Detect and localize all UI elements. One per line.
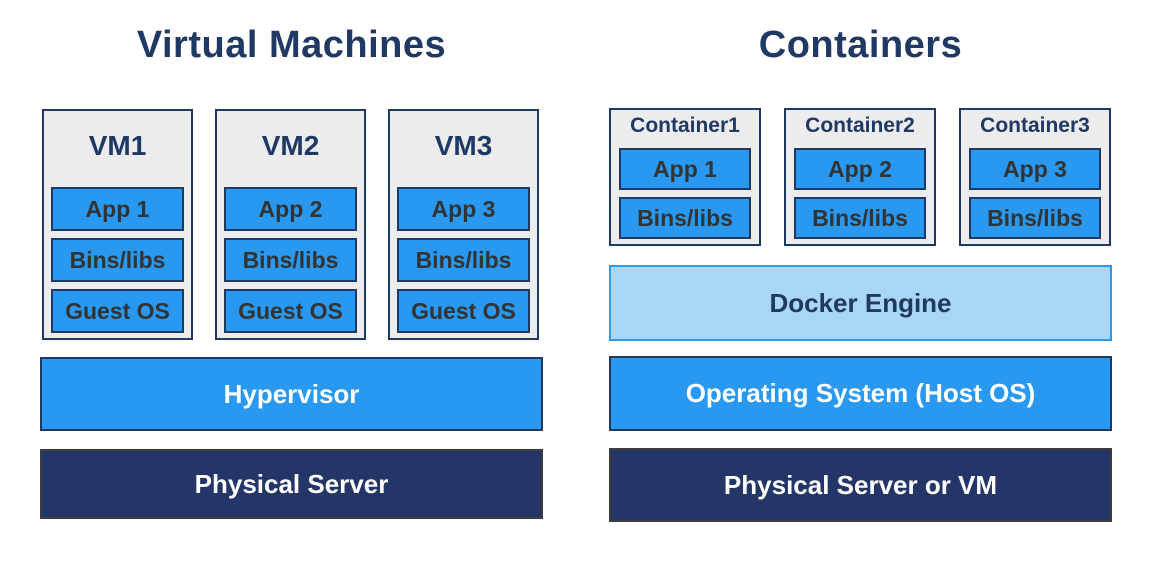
container2-app-box: App 2 [794, 148, 926, 190]
vm2-guest-os-box: Guest OS [224, 289, 357, 333]
physical-server-layer: Physical Server [40, 449, 543, 519]
containers-title: Containers [758, 24, 963, 66]
vm3-box: VM3 App 3 Bins/libs Guest OS [388, 109, 539, 340]
vm3-guest-os-box: Guest OS [397, 289, 530, 333]
vm2-app-box: App 2 [224, 187, 357, 231]
container1-bins-box: Bins/libs [619, 197, 751, 239]
vm1-guest-os-box: Guest OS [51, 289, 184, 333]
docker-engine-layer: Docker Engine [609, 265, 1112, 341]
container1-box: Container1 App 1 Bins/libs [609, 108, 761, 246]
container1-label: Container1 [630, 113, 740, 137]
vm1-box: VM1 App 1 Bins/libs Guest OS [42, 109, 193, 340]
container1-app-box: App 1 [619, 148, 751, 190]
container2-box: Container2 App 2 Bins/libs [784, 108, 936, 246]
container3-box: Container3 App 3 Bins/libs [959, 108, 1111, 246]
virtual-machines-title: Virtual Machines [136, 24, 447, 66]
container2-bins-box: Bins/libs [794, 197, 926, 239]
vm3-bins-box: Bins/libs [397, 238, 530, 282]
physical-server-or-vm-layer: Physical Server or VM [609, 448, 1112, 522]
vm1-label: VM1 [88, 129, 147, 161]
host-os-layer: Operating System (Host OS) [609, 356, 1112, 431]
vm3-label: VM3 [434, 129, 493, 161]
vm2-label: VM2 [261, 129, 320, 161]
vm1-bins-box: Bins/libs [51, 238, 184, 282]
vm1-app-box: App 1 [51, 187, 184, 231]
vm-row: VM1 App 1 Bins/libs Guest OS VM2 App 2 B… [42, 109, 539, 340]
vm2-box: VM2 App 2 Bins/libs Guest OS [215, 109, 366, 340]
hypervisor-layer: Hypervisor [40, 357, 543, 431]
container-row: Container1 App 1 Bins/libs Container2 Ap… [609, 108, 1111, 246]
container3-app-box: App 3 [969, 148, 1101, 190]
vm2-bins-box: Bins/libs [224, 238, 357, 282]
container3-bins-box: Bins/libs [969, 197, 1101, 239]
container3-label: Container3 [980, 113, 1090, 137]
container2-label: Container2 [805, 113, 915, 137]
vm3-app-box: App 3 [397, 187, 530, 231]
